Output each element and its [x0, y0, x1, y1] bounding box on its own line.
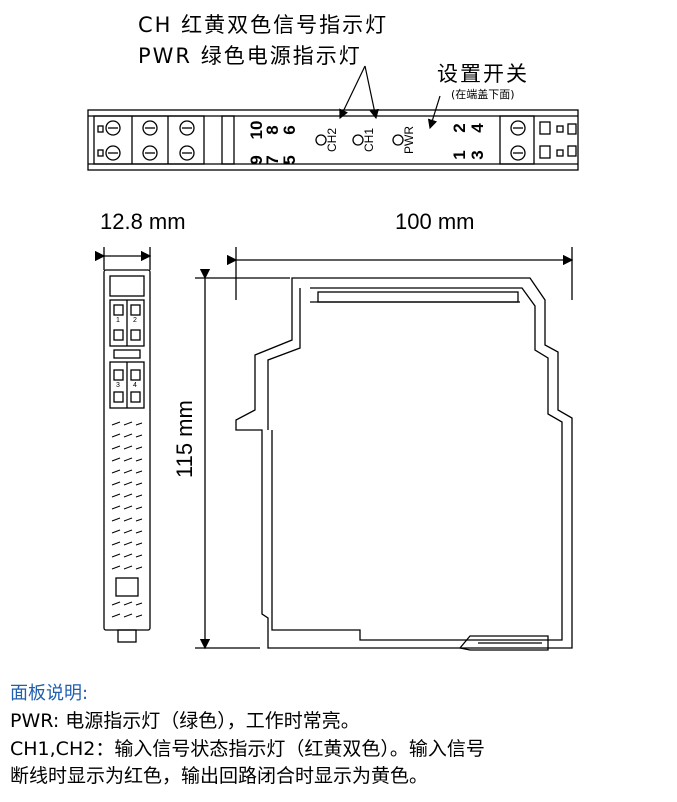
led-ch1 — [352, 134, 364, 146]
annotation-pwr-led: PWR 绿色电源指示灯 — [138, 44, 362, 68]
side-term-2: 2 — [133, 317, 137, 324]
annotation-switch: 设置开关 — [437, 62, 529, 86]
annotation-ch-led: CH 红黄双色信号指示灯 — [138, 13, 389, 37]
term-label: 3 — [468, 150, 487, 159]
leader-arrows — [339, 65, 441, 130]
term-label: 2 — [450, 123, 469, 132]
side-term-1: 1 — [116, 317, 120, 324]
dimension-height: 115 mm — [172, 400, 197, 478]
led-label-pwr: PWR — [402, 126, 416, 154]
led-label-ch1: CH1 — [362, 128, 376, 152]
led-label-ch2: CH2 — [325, 128, 339, 152]
term-label: 9 — [247, 155, 266, 164]
side-term-3: 3 — [116, 382, 120, 389]
front-panel — [87, 109, 579, 171]
description-title: 面板说明: — [10, 683, 89, 704]
description-line: CH1,CH2：输入信号状态指示灯（红黄双色）。输入信号 — [10, 738, 485, 760]
annotation-switch-note: (在端盖下面) — [451, 88, 515, 101]
term-label: 10 — [247, 121, 266, 140]
dimension-length: 100 mm — [395, 209, 475, 234]
dimension-width: 12.8 mm — [100, 209, 186, 234]
panel-labels: 10 8 6 9 7 5 CH2 CH1 PWR 2 4 1 3 — [247, 121, 487, 165]
term-label: 8 — [263, 125, 282, 134]
term-label: 7 — [263, 155, 282, 164]
term-label: 5 — [280, 155, 299, 164]
led-pwr — [392, 134, 404, 146]
description-line: 断线时显示为红色，输出回路闭合时显示为黄色。 — [10, 765, 429, 787]
term-label: 6 — [280, 125, 299, 134]
side-view — [94, 247, 152, 643]
side-term-4: 4 — [133, 382, 137, 389]
left-terminal-block — [93, 115, 235, 165]
profile-view — [195, 247, 574, 651]
led-ch2 — [315, 134, 327, 146]
description-line: PWR: 电源指示灯（绿色），工作时常亮。 — [10, 710, 360, 732]
housing-outline — [235, 277, 573, 649]
panel-outline — [87, 109, 579, 171]
term-label: 1 — [450, 150, 469, 159]
side-terminal-labels: 1 2 3 4 — [116, 317, 137, 389]
right-terminal-block — [499, 115, 577, 165]
term-label: 4 — [468, 123, 487, 133]
